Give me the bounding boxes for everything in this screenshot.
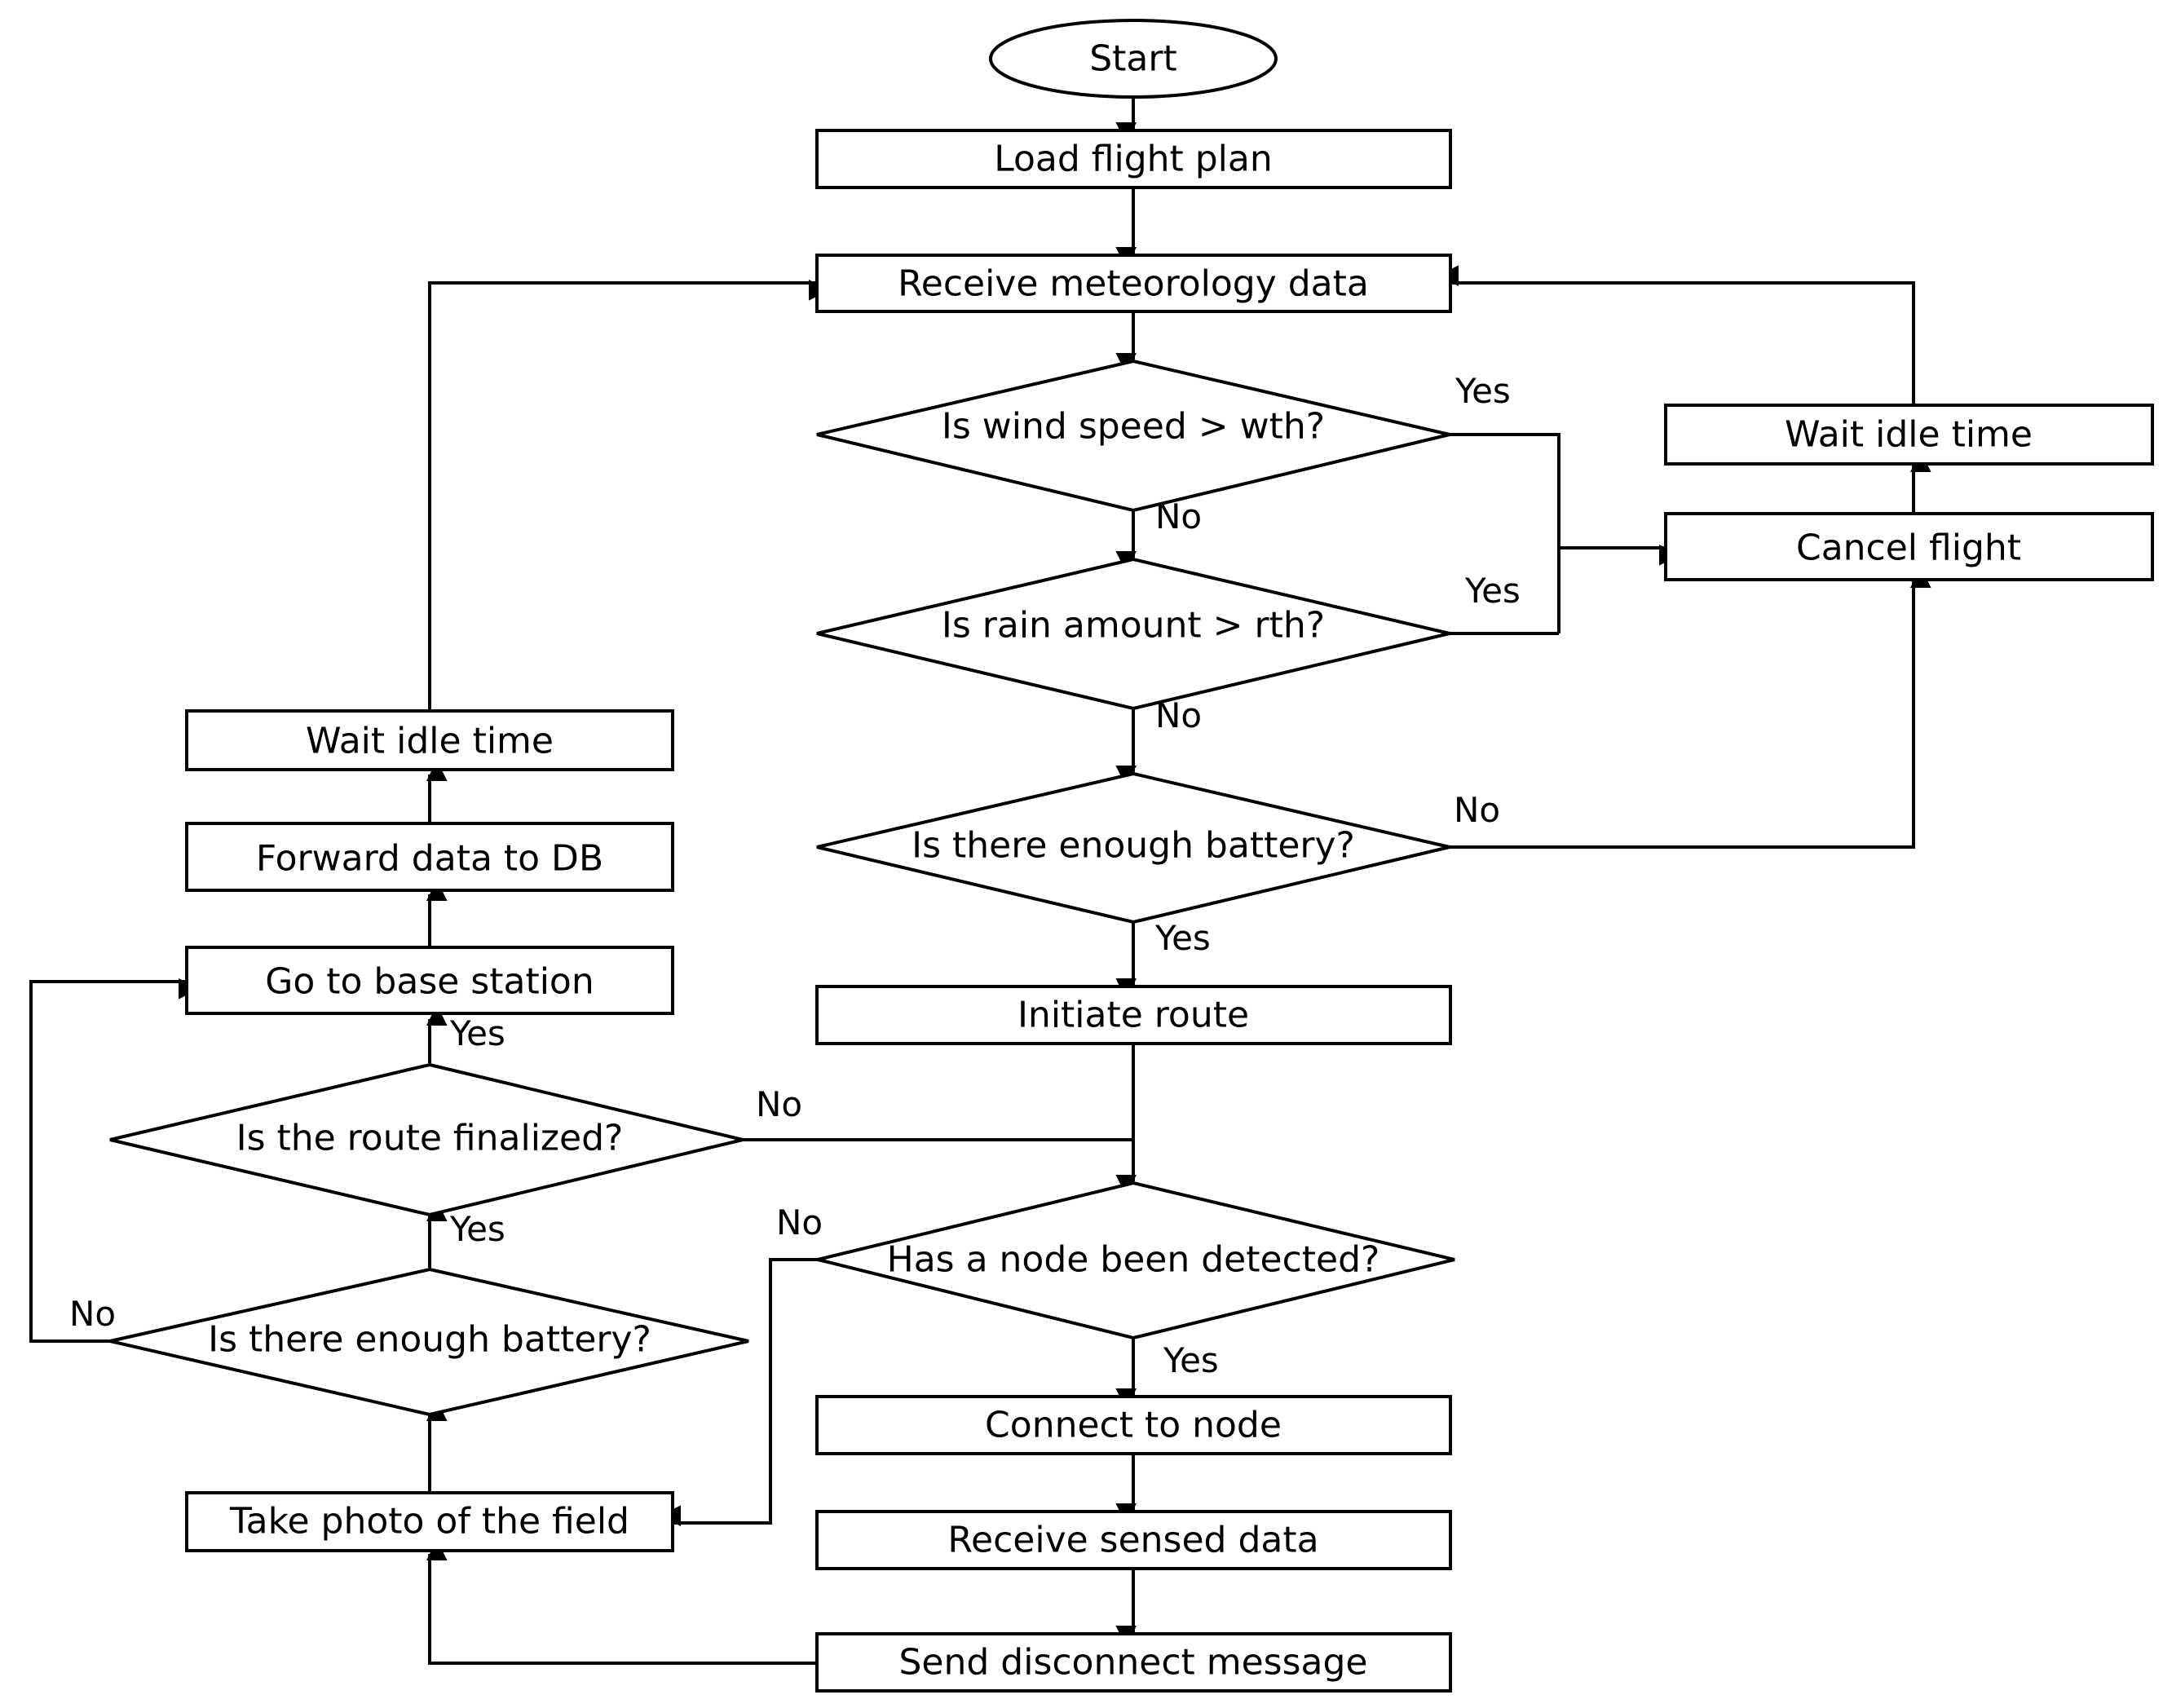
battery-left-no-label: No [69, 1294, 116, 1334]
forward-data-to-db-label: Forward data to DB [256, 838, 603, 880]
go-to-base-station-box: Go to base station [185, 946, 674, 1015]
node-no-label: No [776, 1203, 823, 1242]
take-photo-box: Take photo of the field [185, 1491, 674, 1552]
battery-main-question: Is there enough battery? [912, 825, 1355, 867]
edge-battery-main-no [1450, 567, 1931, 849]
connect-to-node-box: Connect to node [815, 1395, 1452, 1455]
initiate-route-label: Initiate route [1017, 995, 1249, 1036]
battery-left-decision: Is there enough battery? [109, 1267, 749, 1417]
battery-left-yes-label: Yes [449, 1209, 505, 1249]
receive-meteorology-data-label: Receive meteorology data [898, 263, 1369, 305]
edge-send-to-take-photo [426, 1539, 817, 1665]
receive-sensed-data-label: Receive sensed data [947, 1520, 1318, 1561]
route-finalized-decision: Is the route finalized? [109, 1062, 744, 1217]
edge-node-no [660, 1258, 818, 1526]
edge-wind-yes [1450, 433, 1560, 633]
rain-no-label: No [1155, 695, 1202, 735]
edge-wait-right-to-receive-met [1437, 265, 1915, 405]
rain-amount-question: Is rain amount > rth? [942, 605, 1325, 647]
route-finalized-question: Is the route finalized? [236, 1118, 624, 1159]
initiate-route-box: Initiate route [815, 985, 1452, 1045]
wind-speed-question: Is wind speed > wth? [942, 406, 1325, 448]
wait-idle-time-left-label: Wait idle time [306, 721, 554, 762]
wait-idle-time-left-box: Wait idle time [185, 709, 674, 771]
receive-sensed-data-box: Receive sensed data [815, 1510, 1452, 1570]
route-no-label: No [756, 1084, 802, 1124]
node-yes-label: Yes [1163, 1340, 1219, 1380]
battery-left-question: Is there enough battery? [208, 1319, 651, 1361]
edge-battery-left-no [29, 978, 200, 1343]
take-photo-label: Take photo of the field [229, 1501, 629, 1542]
receive-meteorology-data-box: Receive meteorology data [815, 254, 1452, 313]
wait-idle-time-right-box: Wait idle time [1664, 404, 2154, 466]
node-detected-decision: Has a node been detected? [817, 1181, 1455, 1340]
rain-yes-label: Yes [1464, 571, 1521, 611]
wind-no-label: No [1155, 497, 1202, 536]
wind-speed-decision: Is wind speed > wth? [816, 359, 1450, 513]
edge-wait-left-to-receive-met [428, 280, 830, 711]
load-flight-plan-box: Load flight plan [815, 129, 1452, 189]
load-flight-plan-label: Load flight plan [994, 139, 1273, 180]
edge-labels: Yes No Yes No No Yes No Yes No Yes Yes N… [69, 371, 1521, 1380]
edges [29, 98, 1931, 1665]
go-to-base-station-label: Go to base station [265, 961, 594, 1003]
cancel-flight-label: Cancel flight [1796, 527, 2021, 569]
node-detected-question: Has a node been detected? [887, 1239, 1380, 1281]
rain-amount-decision: Is rain amount > rth? [816, 557, 1450, 711]
send-disconnect-message-label: Send disconnect message [898, 1642, 1367, 1684]
wait-idle-time-right-label: Wait idle time [1785, 414, 2033, 456]
route-yes-label: Yes [449, 1013, 505, 1053]
forward-data-to-db-box: Forward data to DB [185, 822, 674, 892]
start-node: Start [989, 19, 1278, 99]
start-label: Start [1089, 38, 1177, 80]
battery-main-decision: Is there enough battery? [816, 771, 1450, 925]
cancel-flight-box: Cancel flight [1664, 512, 2154, 581]
battery-main-no-label: No [1454, 790, 1500, 830]
battery-main-yes-label: Yes [1154, 918, 1211, 958]
wind-yes-label: Yes [1455, 371, 1511, 411]
connect-to-node-label: Connect to node [985, 1405, 1282, 1446]
send-disconnect-message-box: Send disconnect message [815, 1632, 1452, 1693]
